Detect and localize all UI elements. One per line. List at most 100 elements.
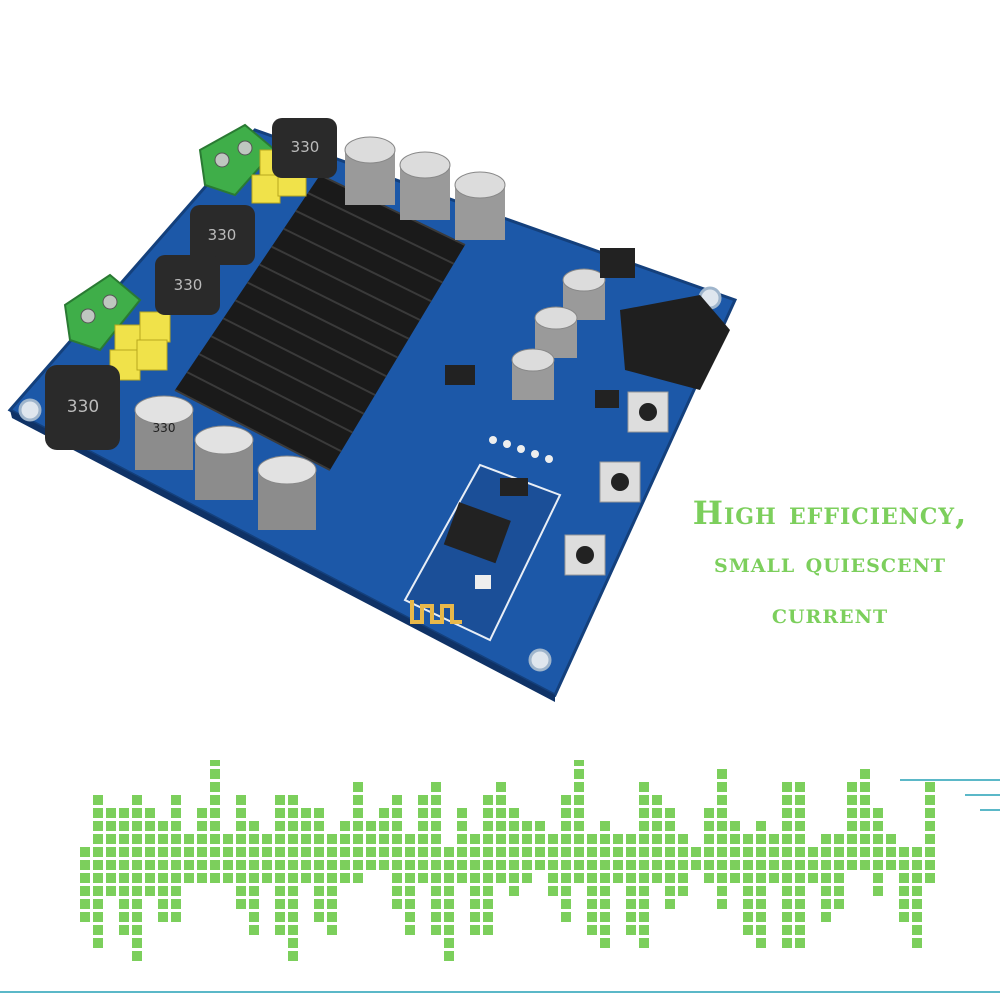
mount-hole — [528, 648, 552, 672]
eq-block — [288, 821, 298, 831]
eq-block — [483, 912, 493, 922]
eq-block — [483, 886, 493, 896]
eq-block — [600, 834, 610, 844]
eq-block — [132, 925, 142, 935]
eq-block — [847, 808, 857, 818]
eq-block — [457, 860, 467, 870]
eq-block — [405, 873, 415, 883]
eq-block — [314, 873, 324, 883]
heatsink-fin — [222, 317, 376, 396]
eq-block — [743, 847, 753, 857]
eq-block — [847, 860, 857, 870]
eq-block — [236, 808, 246, 818]
eq-block — [847, 847, 857, 857]
eq-block — [899, 847, 909, 857]
eq-block — [912, 925, 922, 935]
eq-block — [132, 886, 142, 896]
eq-block — [171, 886, 181, 896]
eq-block — [288, 951, 298, 961]
eq-block — [275, 821, 285, 831]
heatsink-fin — [319, 174, 466, 246]
eq-block — [210, 860, 220, 870]
eq-block — [925, 808, 935, 818]
eq-block — [639, 873, 649, 883]
eq-block — [366, 847, 376, 857]
eq-block — [730, 847, 740, 857]
eq-block — [912, 886, 922, 896]
eq-block — [223, 847, 233, 857]
eq-block — [574, 847, 584, 857]
eq-block — [314, 899, 324, 909]
eq-block — [574, 782, 584, 792]
eq-block — [301, 821, 311, 831]
eq-block — [626, 886, 636, 896]
eq-block — [93, 847, 103, 857]
eq-block — [652, 821, 662, 831]
eq-block — [301, 873, 311, 883]
eq-block — [353, 795, 363, 805]
eq-block — [691, 847, 701, 857]
eq-block — [431, 795, 441, 805]
eq-block — [236, 873, 246, 883]
eq-block — [483, 873, 493, 883]
eq-block — [418, 821, 428, 831]
eq-block — [821, 899, 831, 909]
eq-block — [795, 834, 805, 844]
eq-block — [392, 808, 402, 818]
eq-block — [483, 860, 493, 870]
eq-block — [860, 821, 870, 831]
eq-block — [366, 860, 376, 870]
eq-block — [353, 808, 363, 818]
eq-block — [535, 834, 545, 844]
eq-block — [392, 821, 402, 831]
eq-block — [418, 860, 428, 870]
eq-block — [613, 860, 623, 870]
eq-block — [132, 834, 142, 844]
eq-block — [574, 821, 584, 831]
eq-block — [210, 760, 220, 766]
eq-block — [899, 912, 909, 922]
eq-block — [860, 795, 870, 805]
heatsink-fin — [234, 299, 387, 378]
eq-block — [782, 795, 792, 805]
eq-block — [80, 912, 90, 922]
eq-block — [600, 912, 610, 922]
eq-block — [548, 847, 558, 857]
eq-block — [236, 821, 246, 831]
eq-block — [652, 860, 662, 870]
eq-block — [93, 912, 103, 922]
eq-block — [327, 925, 337, 935]
eq-block — [795, 821, 805, 831]
eq-block — [782, 873, 792, 883]
eq-block — [418, 795, 428, 805]
eq-block — [145, 821, 155, 831]
eq-block — [483, 795, 493, 805]
eq-block — [639, 821, 649, 831]
eq-block — [574, 808, 584, 818]
eq-block — [704, 860, 714, 870]
eq-block — [782, 782, 792, 792]
bluetooth-module — [403, 463, 562, 642]
eq-block — [509, 873, 519, 883]
eq-block — [132, 795, 142, 805]
eq-block — [873, 821, 883, 831]
electrolytic-capacitors-top — [344, 136, 506, 240]
eq-block — [275, 847, 285, 857]
eq-block — [600, 873, 610, 883]
eq-block — [119, 873, 129, 883]
eq-block — [769, 834, 779, 844]
eq-block — [808, 847, 818, 857]
inductors: 330 330 330 330 — [45, 118, 337, 450]
eq-block — [730, 860, 740, 870]
eq-block — [340, 821, 350, 831]
eq-block — [717, 769, 727, 779]
eq-block — [496, 873, 506, 883]
eq-block — [93, 808, 103, 818]
eq-block — [717, 886, 727, 896]
pcb-edge — [10, 410, 555, 702]
eq-block — [106, 886, 116, 896]
eq-block — [314, 834, 324, 844]
eq-block — [288, 847, 298, 857]
eq-block — [275, 860, 285, 870]
eq-block — [912, 938, 922, 948]
